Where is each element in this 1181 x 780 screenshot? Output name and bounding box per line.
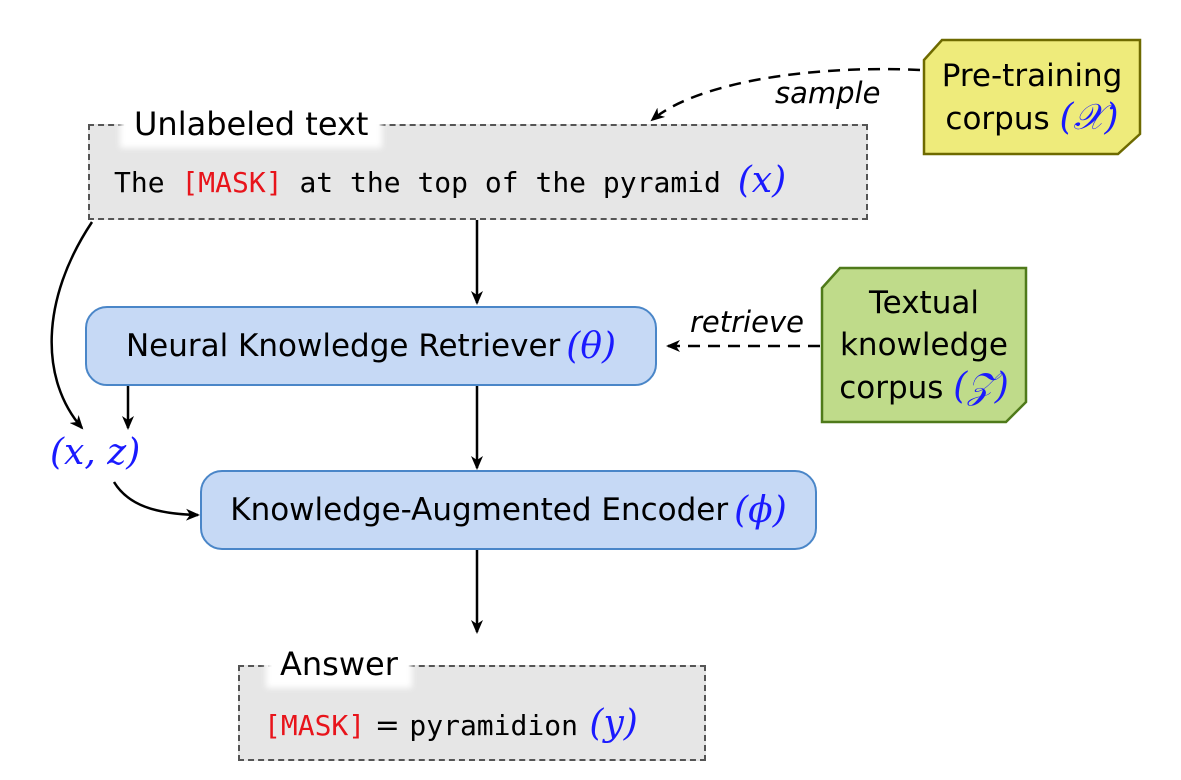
sample-arrow (650, 67, 921, 122)
answer-var: (y) (577, 703, 638, 744)
answer-word: pyramidion (409, 709, 578, 742)
pretraining-line2-text: corpus (945, 100, 1060, 137)
answer-mask-token: [MASK] (264, 709, 366, 742)
unlabeled-post: at the top of the pyramid (282, 166, 738, 199)
textual-shape (820, 266, 1028, 424)
unlabeled-to-pair-arrow (50, 221, 94, 430)
textual-line2: knowledge (839, 326, 1009, 363)
textual-var: (𝒵) (953, 365, 1009, 407)
unlabeled-text-content: The [MASK] at the top of the pyramid (x) (114, 160, 786, 201)
unlabeled-var: (x) (737, 160, 787, 201)
answer-title-label: Answer (280, 645, 398, 683)
textual-line3-text: corpus (839, 369, 954, 406)
sample-label: sample (775, 76, 881, 110)
pretraining-var: (𝒳) (1059, 96, 1119, 138)
unlabeled-pre: The (114, 166, 182, 199)
pretraining-corpus: Pre-training corpus (𝒳) (922, 38, 1142, 156)
encoder-label: Knowledge-Augmented Encoder (230, 492, 729, 528)
pair-to-encoder-arrow (112, 481, 200, 521)
answer-title: Answer (272, 646, 406, 682)
pair-label: (x, z) (50, 432, 141, 473)
unlabeled-text-box (88, 124, 868, 220)
textual-knowledge-corpus: Textual knowledge corpus (𝒵) (820, 266, 1028, 424)
retriever-label: Neural Knowledge Retriever (125, 328, 561, 364)
pretraining-line2: corpus (𝒳) (945, 97, 1118, 140)
knowledge-augmented-encoder: Knowledge-Augmented Encoder (ϕ) (200, 470, 817, 550)
neural-knowledge-retriever: Neural Knowledge Retriever (θ) (85, 306, 657, 386)
answer-equals: = (365, 708, 410, 743)
unlabeled-text-title-label: Unlabeled text (134, 105, 369, 143)
pretraining-shape (922, 38, 1142, 156)
pretraining-line1: Pre-training (941, 57, 1123, 94)
unlabeled-text-title: Unlabeled text (126, 105, 377, 143)
unlabeled-mask-token: [MASK] (181, 166, 283, 199)
retrieve-label: retrieve (690, 305, 804, 339)
textual-line3: corpus (𝒵) (839, 366, 1009, 409)
encoder-var: (ϕ) (734, 489, 787, 531)
textual-line1: Textual (869, 284, 979, 321)
answer-content: [MASK] = pyramidion (y) (264, 703, 638, 744)
retriever-var: (θ) (566, 325, 617, 367)
